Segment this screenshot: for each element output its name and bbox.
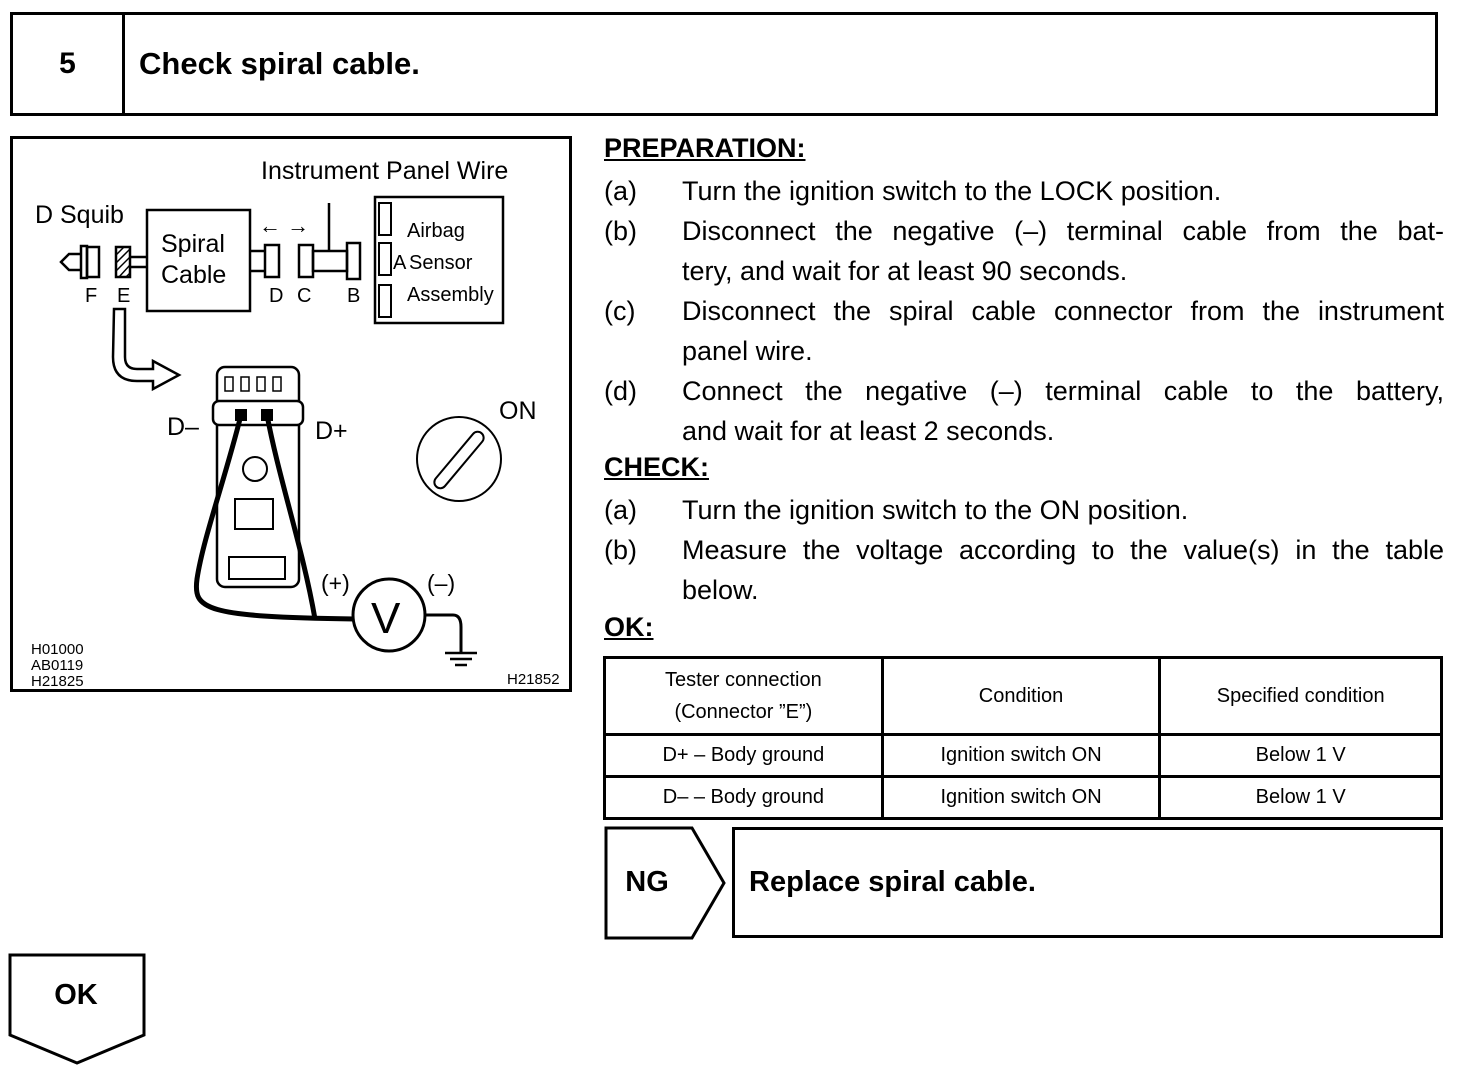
spiral-cable-label-1: Spiral bbox=[161, 230, 225, 258]
table-cell: Ignition switch ON bbox=[880, 775, 1162, 820]
table-cell: D– – Body ground bbox=[603, 775, 884, 820]
airbag-label-3: Assembly bbox=[407, 284, 494, 306]
ok-heading: OK: bbox=[604, 612, 654, 642]
connector-e-enlarged bbox=[211, 365, 305, 589]
step-text: Measure the voltage according to the val… bbox=[682, 535, 1444, 565]
plus-label: (+) bbox=[321, 570, 350, 596]
prep-step-b: (b) Disconnect the negative (–) terminal… bbox=[604, 211, 1444, 291]
step-text: panel wire. bbox=[682, 336, 813, 366]
table-header-cell: Tester connection (Connector ”E”) bbox=[603, 656, 884, 736]
instrument-panel-wire-label: Instrument Panel Wire bbox=[261, 157, 508, 185]
step-letter: (b) bbox=[604, 535, 637, 565]
diagram-code-2: AB0119 bbox=[31, 657, 83, 674]
wiring-diagram: Instrument Panel Wire D Squib F E Spiral… bbox=[10, 136, 572, 692]
table-cell: Below 1 V bbox=[1158, 733, 1443, 778]
probe-wire-minus bbox=[193, 414, 356, 622]
d-squib-label: D Squib bbox=[35, 201, 124, 229]
table-header-cell: Condition bbox=[880, 656, 1162, 736]
airbag-sensor-box bbox=[373, 195, 505, 325]
connector-c-label: C bbox=[297, 285, 311, 307]
step-text: Connect the negative (–) terminal cable … bbox=[682, 376, 1444, 406]
ground-icon bbox=[425, 613, 477, 667]
minus-label: (–) bbox=[427, 570, 455, 596]
step-text: tery, and wait for at least 90 seconds. bbox=[682, 256, 1128, 286]
step-text: Disconnect the spiral cable connector fr… bbox=[682, 296, 1444, 326]
table-row: D+ – Body ground Ignition switch ON Belo… bbox=[603, 733, 1443, 778]
step-text: Turn the ignition switch to the LOCK pos… bbox=[682, 176, 1222, 206]
d-minus-label: D– bbox=[167, 413, 199, 441]
ng-label: NG bbox=[625, 866, 669, 898]
voltmeter-label: V bbox=[371, 594, 401, 643]
spec-table: Tester connection (Connector ”E”) Condit… bbox=[603, 656, 1443, 820]
step-number: 5 bbox=[13, 15, 125, 113]
ignition-switch-icon bbox=[416, 416, 502, 502]
step-text: Disconnect the negative (–) terminal cab… bbox=[682, 216, 1444, 246]
table-cell: D+ – Body ground bbox=[603, 733, 884, 778]
check-step-a: (a) Turn the ignition switch to the ON p… bbox=[604, 490, 1444, 530]
connector-f-label: F bbox=[85, 285, 97, 307]
check-step-b: (b) Measure the voltage according to the… bbox=[604, 530, 1444, 610]
probe-wire-plus bbox=[264, 414, 318, 620]
table-cell: Below 1 V bbox=[1158, 775, 1443, 820]
sensor-terminal bbox=[378, 284, 392, 318]
connector-e-icon bbox=[114, 245, 147, 279]
prep-step-c: (c) Disconnect the spiral cable connecto… bbox=[604, 291, 1444, 371]
on-label: ON bbox=[499, 397, 537, 425]
step-text: Turn the ignition switch to the ON posit… bbox=[682, 495, 1189, 525]
prep-step-a: (a) Turn the ignition switch to the LOCK… bbox=[604, 171, 1444, 211]
header-line: (Connector ”E”) bbox=[674, 701, 813, 723]
step-title: Check spiral cable. bbox=[139, 46, 420, 81]
step-text: and wait for at least 2 seconds. bbox=[682, 416, 1055, 446]
ng-action: Replace spiral cable. bbox=[732, 827, 1443, 938]
disconnect-arrows: ← → bbox=[259, 213, 309, 238]
step-letter: (c) bbox=[604, 296, 636, 326]
airbag-label-2: Sensor bbox=[409, 252, 473, 274]
connector-d-icon bbox=[250, 243, 281, 279]
table-header-cell: Specified condition bbox=[1158, 656, 1443, 736]
diagram-code-3: H21825 bbox=[31, 673, 84, 689]
table-cell: Ignition switch ON bbox=[880, 733, 1162, 778]
connector-b-label: B bbox=[347, 285, 360, 307]
ng-chevron-icon bbox=[604, 826, 726, 940]
d-plus-label: D+ bbox=[315, 417, 348, 445]
connector-d-label: D bbox=[269, 285, 283, 307]
sensor-terminal bbox=[378, 202, 392, 236]
bent-arrow-icon bbox=[111, 307, 182, 392]
preparation-heading: PREPARATION: bbox=[604, 133, 806, 163]
ok-label: OK bbox=[54, 978, 98, 1011]
header-line: Tester connection bbox=[664, 669, 822, 691]
spiral-cable-label-2: Cable bbox=[161, 261, 226, 289]
airbag-prefix-label: A bbox=[393, 252, 407, 274]
check-heading: CHECK: bbox=[604, 452, 709, 482]
diagram-code-4: H21852 bbox=[507, 671, 560, 688]
step-header: 5 Check spiral cable. bbox=[10, 12, 1438, 116]
spiral-cable-box bbox=[145, 208, 252, 313]
table-row: D– – Body ground Ignition switch ON Belo… bbox=[603, 775, 1443, 820]
step-letter: (d) bbox=[604, 376, 637, 406]
diagram-canvas: Instrument Panel Wire D Squib F E Spiral… bbox=[31, 157, 560, 689]
ok-arrow-icon bbox=[8, 953, 146, 1065]
step-letter: (a) bbox=[604, 495, 637, 525]
sensor-terminal bbox=[378, 242, 392, 276]
step-letter: (a) bbox=[604, 176, 637, 206]
step-text: below. bbox=[682, 575, 759, 605]
connector-f-icon bbox=[59, 244, 101, 280]
table-header-row: Tester connection (Connector ”E”) Condit… bbox=[603, 656, 1443, 736]
prep-step-d: (d) Connect the negative (–) terminal ca… bbox=[604, 371, 1444, 451]
connector-c-b-icon bbox=[297, 203, 362, 281]
step-letter: (b) bbox=[604, 216, 637, 246]
diagram-code-1: H01000 bbox=[31, 641, 84, 658]
airbag-label-1: Airbag bbox=[407, 220, 465, 242]
connector-e-label: E bbox=[117, 285, 130, 307]
